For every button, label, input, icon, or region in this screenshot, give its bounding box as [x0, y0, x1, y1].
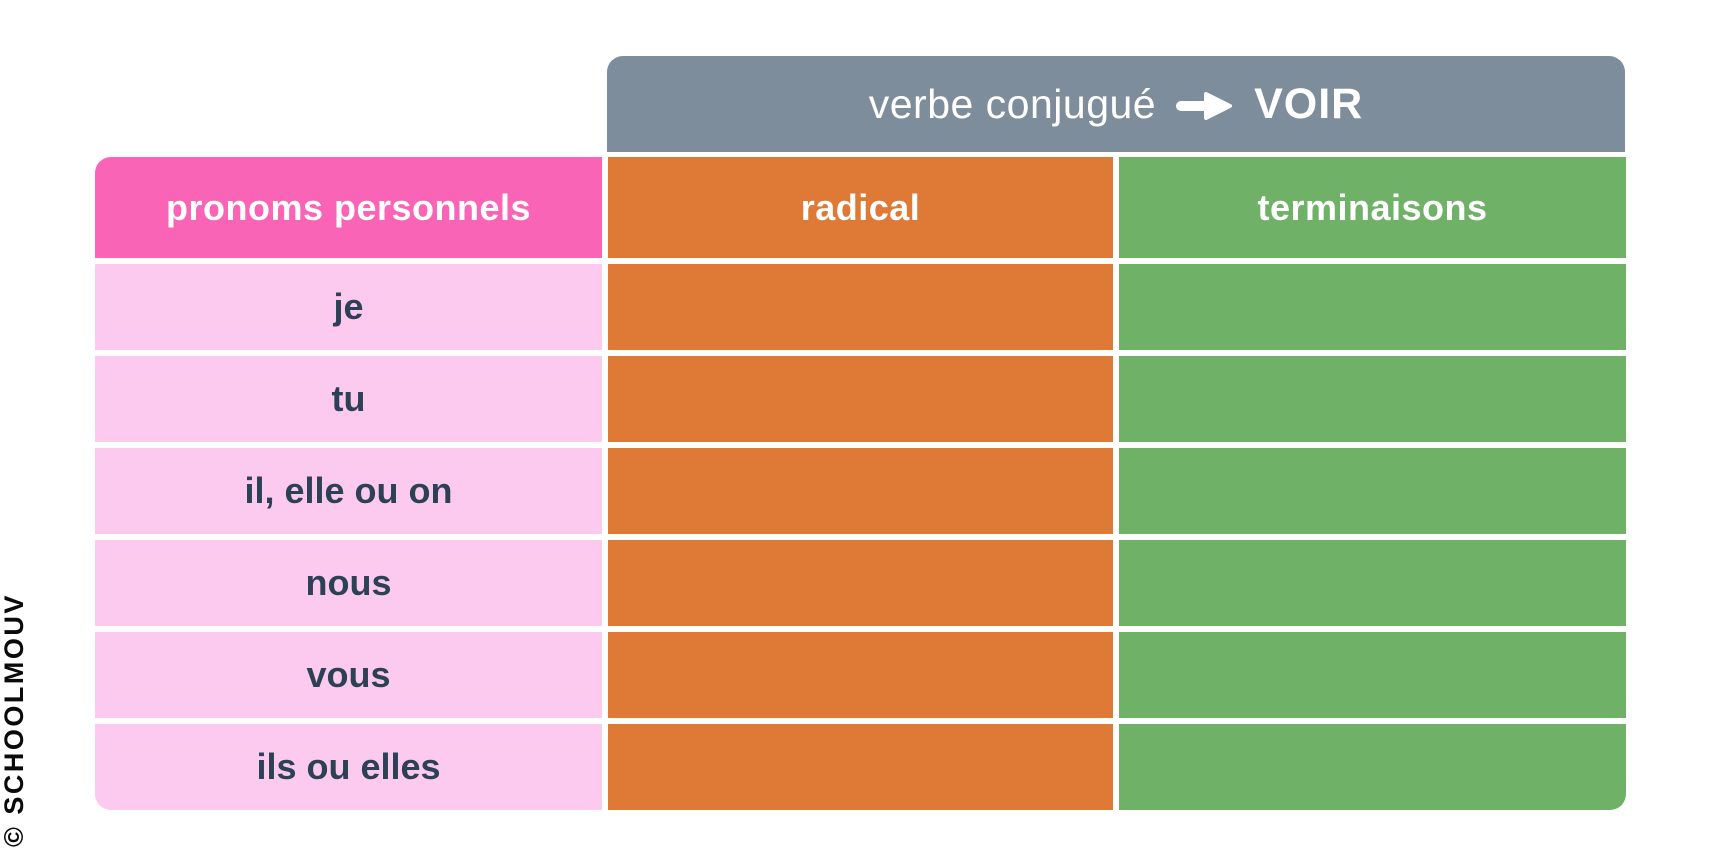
right-arrow-icon [1176, 92, 1233, 120]
schoolmouv-watermark: © SCHOOLMOUV [0, 593, 29, 847]
terminaison-cell [1119, 632, 1626, 718]
radical-cell [608, 632, 1113, 718]
pronoun-cell: tu [95, 356, 602, 442]
pronoun-cell: ils ou elles [95, 724, 602, 810]
verb-banner: verbe conjugué VOIR [607, 56, 1625, 152]
terminaison-cell [1119, 356, 1626, 442]
terminaison-cell [1119, 724, 1626, 810]
pronoun-cell: vous [95, 632, 602, 718]
pronoun-cell: il, elle ou on [95, 448, 602, 534]
radical-cell [608, 264, 1113, 350]
radical-cell [608, 724, 1113, 810]
pronoun-cell: nous [95, 540, 602, 626]
radical-cell [608, 356, 1113, 442]
column-header-pronouns: pronoms personnels [95, 157, 602, 258]
conjugation-table: pronoms personnels radical terminaisons … [95, 157, 1626, 810]
radical-cell [608, 540, 1113, 626]
terminaison-cell [1119, 448, 1626, 534]
terminaison-cell [1119, 540, 1626, 626]
banner-label: verbe conjugué [868, 80, 1157, 127]
column-header-terminaisons: terminaisons [1119, 157, 1626, 258]
banner-verb: VOIR [1254, 79, 1364, 128]
column-header-radical: radical [608, 157, 1113, 258]
radical-cell [608, 448, 1113, 534]
terminaison-cell [1119, 264, 1626, 350]
pronoun-cell: je [95, 264, 602, 350]
